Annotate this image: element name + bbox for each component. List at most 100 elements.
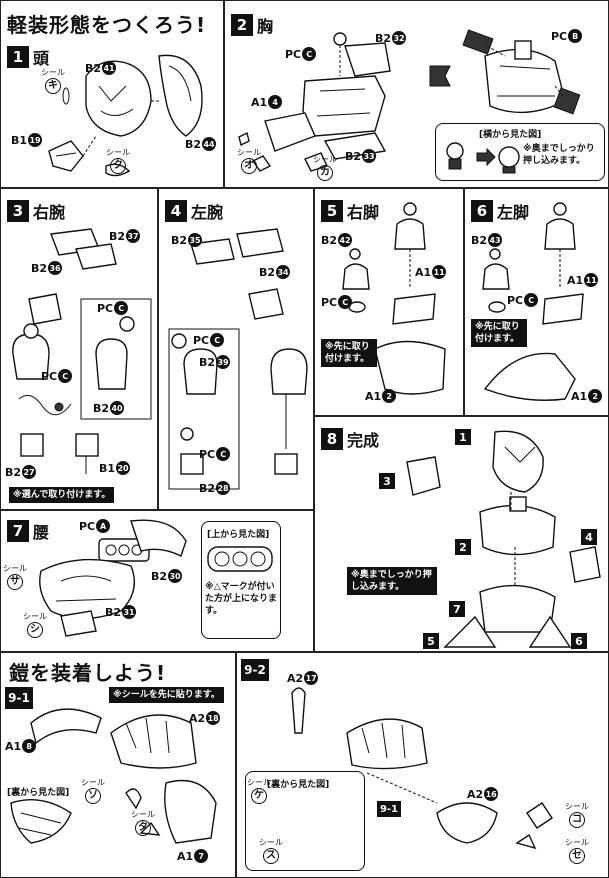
seal-ku: シールク — [106, 149, 130, 174]
step-number: 8 — [321, 428, 343, 450]
seal-ko: シールコ — [565, 803, 589, 828]
tag-letter: C — [210, 333, 225, 347]
step-number: 9-2 — [241, 659, 269, 681]
tag-prefix: PC — [97, 301, 114, 315]
tag-number: 44 — [202, 137, 217, 151]
step-6-header: 6 左脚 — [471, 199, 529, 223]
step-label: 左腕 — [191, 203, 224, 222]
tag-number: 27 — [22, 465, 37, 479]
tag-prefix: B2 — [85, 61, 102, 75]
tag-letter: C — [338, 295, 353, 309]
divider-s5-s6 — [463, 187, 465, 415]
tag-prefix: A2 — [189, 711, 206, 725]
top-view-title: [上から見た図] — [207, 530, 270, 540]
tag-prefix: PC — [507, 293, 524, 307]
callout-number: 7 — [449, 601, 465, 617]
seal-word: シール — [313, 155, 337, 164]
seal-word: シール — [131, 810, 155, 819]
seal-word: シール — [565, 838, 589, 847]
tag-number: 36 — [48, 261, 63, 275]
divider-s4-s5 — [313, 187, 315, 651]
seal-word: シール — [247, 778, 271, 787]
seal-ki: シールキ — [41, 69, 65, 94]
seal-letter: ケ — [251, 788, 267, 804]
seal-ta: シールタ — [131, 811, 155, 836]
divider-s1-s2 — [223, 1, 225, 187]
top-view-callout — [201, 521, 281, 639]
seal-letter: オ — [241, 158, 257, 174]
ref-number: 9-1 — [377, 801, 401, 817]
callout-5: 5 — [423, 633, 439, 649]
tag-number: 33 — [362, 149, 377, 163]
seal-letter: カ — [317, 165, 333, 181]
push-note-chest: ※奥までしっかり押し込みます。 — [523, 144, 595, 167]
step-5-header: 5 右脚 — [321, 199, 379, 223]
step-label: 左脚 — [497, 203, 530, 222]
step-8-header: 8 完成 — [321, 427, 379, 451]
tag-number: 19 — [28, 133, 43, 147]
step-3-header: 3 右腕 — [7, 199, 65, 223]
assembly-illustration — [406, 430, 601, 648]
seal-word: シール — [565, 802, 589, 811]
step-number: 2 — [231, 14, 253, 36]
tag-letter: C — [114, 301, 129, 315]
tag-prefix: A2 — [467, 787, 484, 801]
tag-prefix: B1 — [99, 461, 116, 475]
tag-prefix: A1 — [365, 389, 382, 403]
tag-prefix: A1 — [177, 849, 194, 863]
seal-word: シール — [259, 838, 283, 847]
seal-su: シールス — [259, 839, 283, 864]
seal-letter: キ — [45, 78, 61, 94]
waist-illustration — [39, 519, 187, 637]
seal-first-note: ※シールを先に貼ります。 — [109, 687, 224, 704]
callout-number: 1 — [455, 429, 471, 445]
step-number: 4 — [165, 200, 187, 222]
divider-s91-s92 — [235, 651, 237, 878]
tag-prefix: B2 — [105, 605, 122, 619]
step-label: 右脚 — [347, 203, 380, 222]
attach-first-note-l: ※先に取り付けます。 — [471, 319, 527, 348]
step-2-header: 2 胸 — [231, 13, 273, 37]
left-arm-illustration — [168, 228, 308, 490]
seal-letter: コ — [569, 812, 585, 828]
step-7-header: 7 腰 — [7, 519, 49, 543]
divider-row2 — [1, 509, 313, 511]
callout-number: 2 — [455, 539, 471, 555]
seal-o: シールオ — [237, 149, 261, 174]
top-view-illustration — [207, 546, 273, 572]
step-number: 3 — [7, 200, 29, 222]
step-label: 胸 — [257, 17, 274, 36]
tag-number: 2 — [588, 389, 603, 403]
tag-prefix: A1 — [571, 389, 588, 403]
tag-number: 18 — [206, 711, 221, 725]
step-9-2-header: 9-2 — [241, 659, 269, 681]
tag-prefix: B2 — [259, 265, 276, 279]
seal-letter: ク — [110, 158, 126, 174]
tag-number: 20 — [116, 461, 131, 475]
tag-prefix: A2 — [287, 671, 304, 685]
tag-number: 11 — [584, 273, 599, 287]
divider-s5-s8 — [313, 415, 609, 417]
tag-number: 31 — [122, 605, 137, 619]
tag-prefix: B2 — [171, 233, 188, 247]
tag-prefix: B2 — [471, 233, 488, 247]
